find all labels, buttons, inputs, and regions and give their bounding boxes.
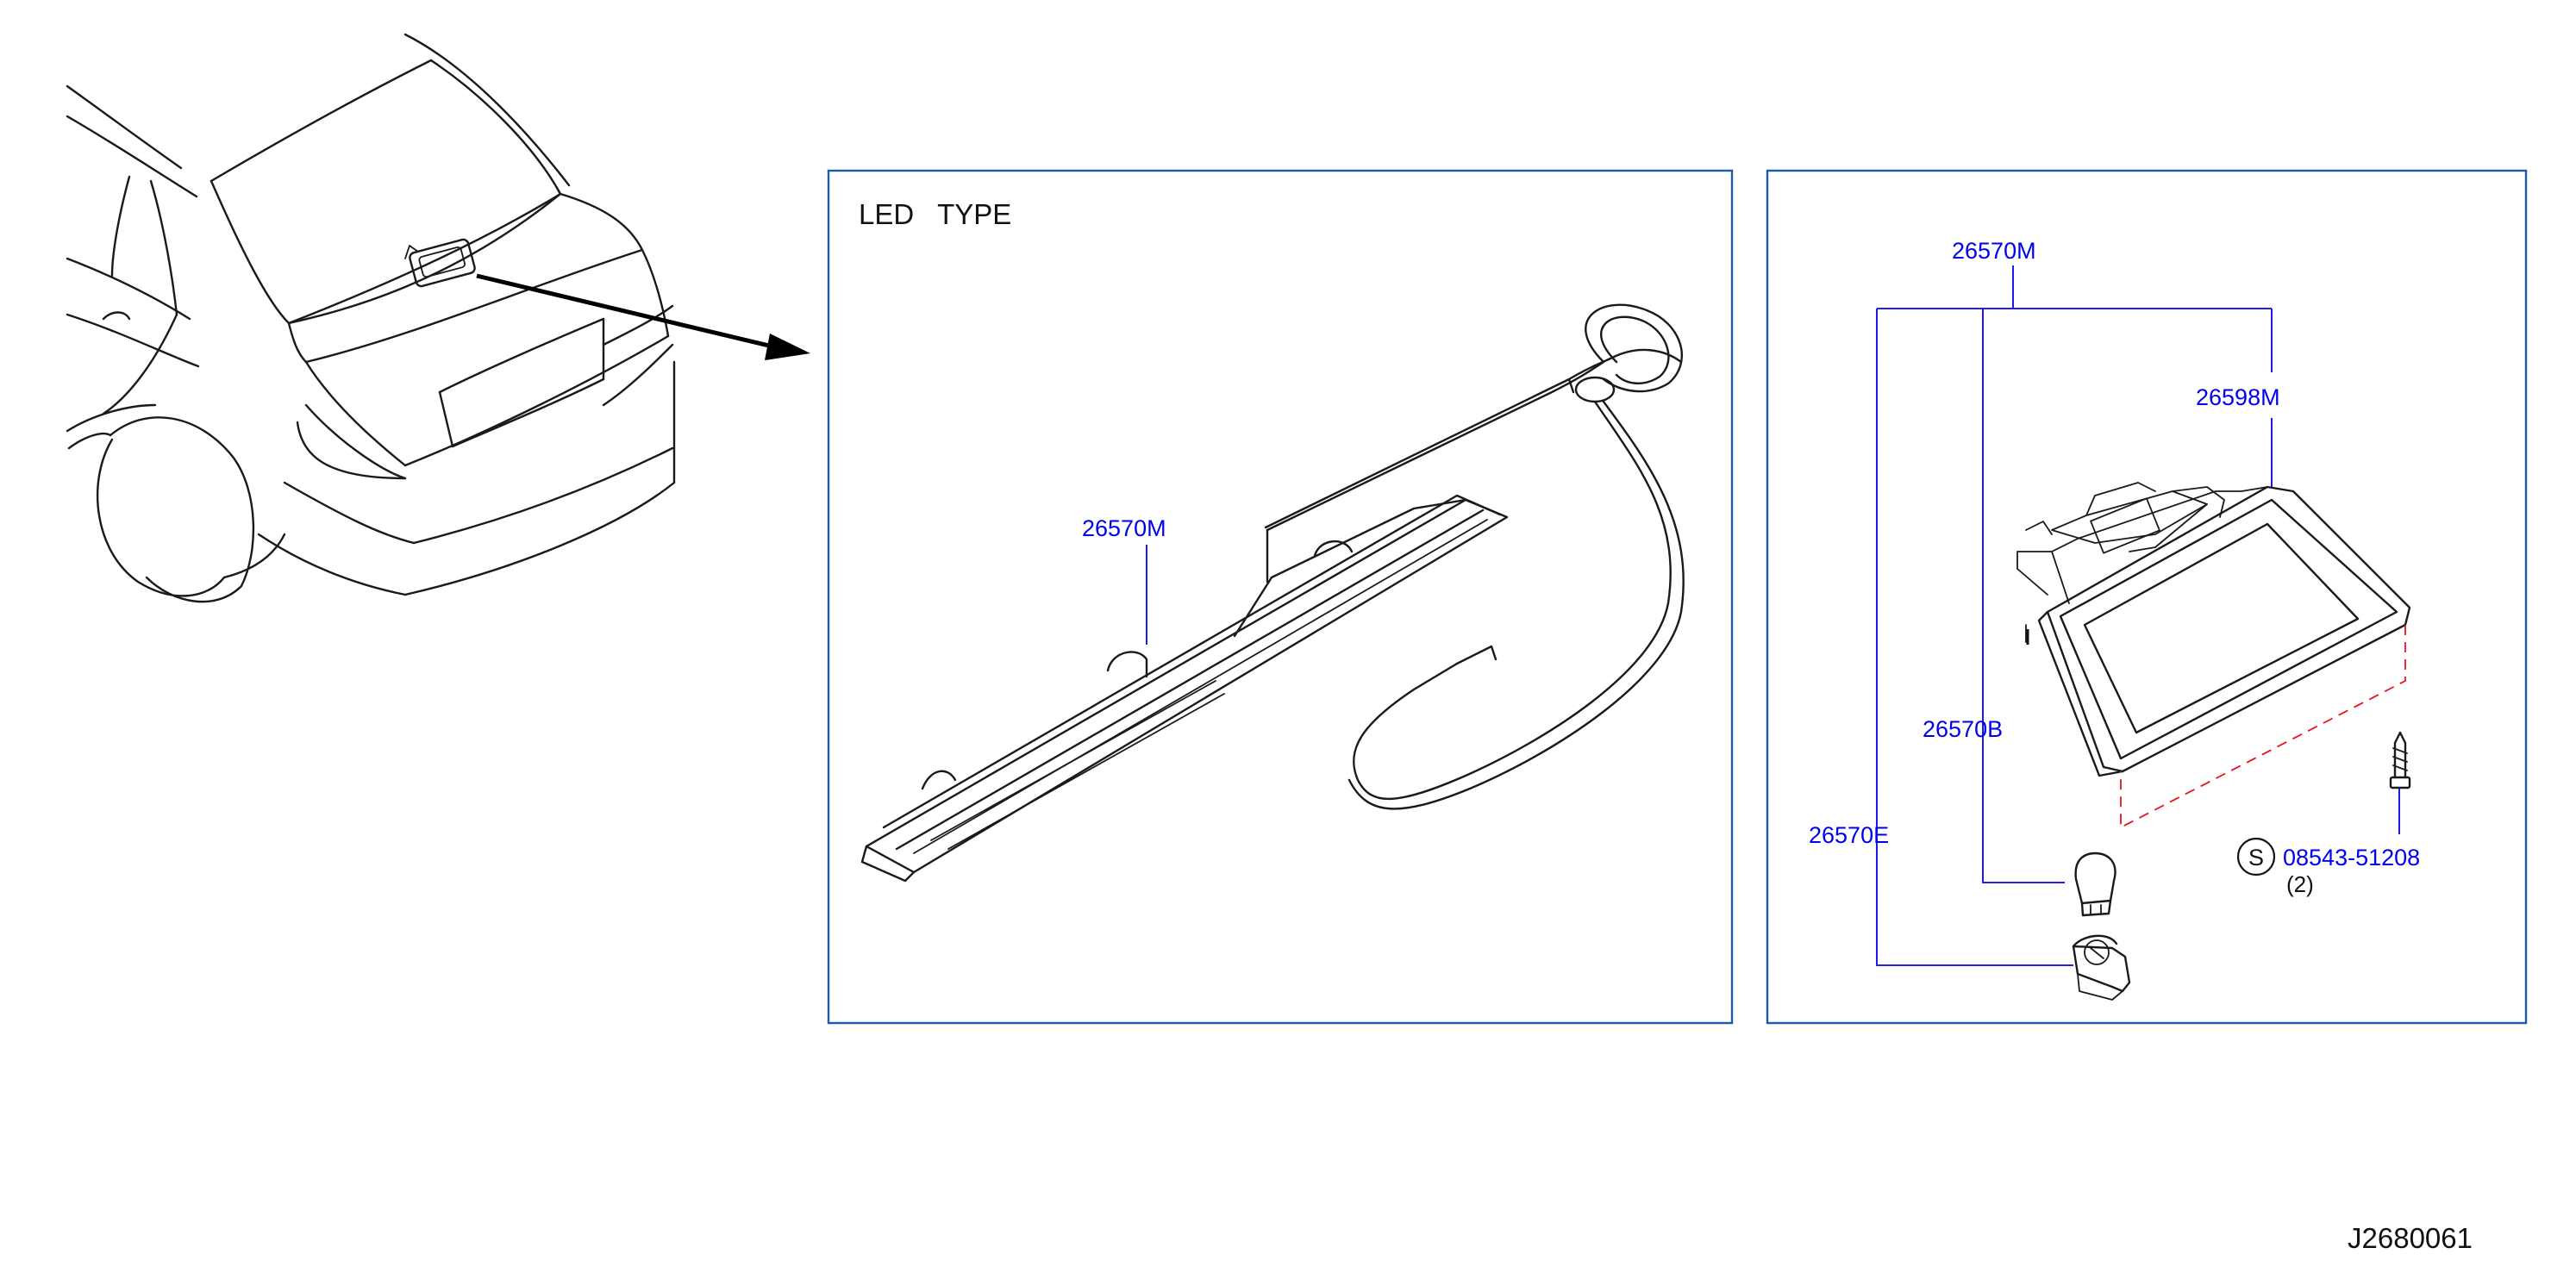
part-label-lamp-assy: 26570M	[1952, 238, 2036, 264]
part-label-bulb: 26570B	[1923, 716, 2003, 742]
bulb-panel-frame	[1766, 169, 2528, 1025]
bulb-type-panel: 26570M 26598M 26570B 26570E S 08543-5120…	[1766, 169, 2528, 1025]
screw-quantity: (2)	[2286, 871, 2314, 897]
screw-drawing	[2389, 731, 2411, 789]
led-panel-title: LED TYPE	[859, 198, 1011, 230]
socket-drawing	[2072, 934, 2131, 1001]
led-type-panel: LED TYPE 2657	[827, 169, 1734, 1025]
car-rear-illustration	[66, 33, 810, 603]
bulb-drawing	[2074, 852, 2116, 917]
standard-part-symbol-icon	[2236, 837, 2276, 877]
lamp-housing-drawing	[2016, 482, 2411, 829]
part-label-lamp-housing: 26598M	[2196, 384, 2280, 410]
screw-symbol-letter: S	[2248, 845, 2264, 870]
part-label-socket: 26570E	[1809, 822, 1889, 848]
led-panel-frame	[827, 169, 1734, 1025]
led-lamp-drawing	[860, 303, 1685, 883]
figure-code: J2680061	[2348, 1222, 2473, 1254]
part-label-screw: 08543-51208	[2283, 845, 2420, 870]
part-label-led-lamp: 26570M	[1082, 515, 1166, 541]
